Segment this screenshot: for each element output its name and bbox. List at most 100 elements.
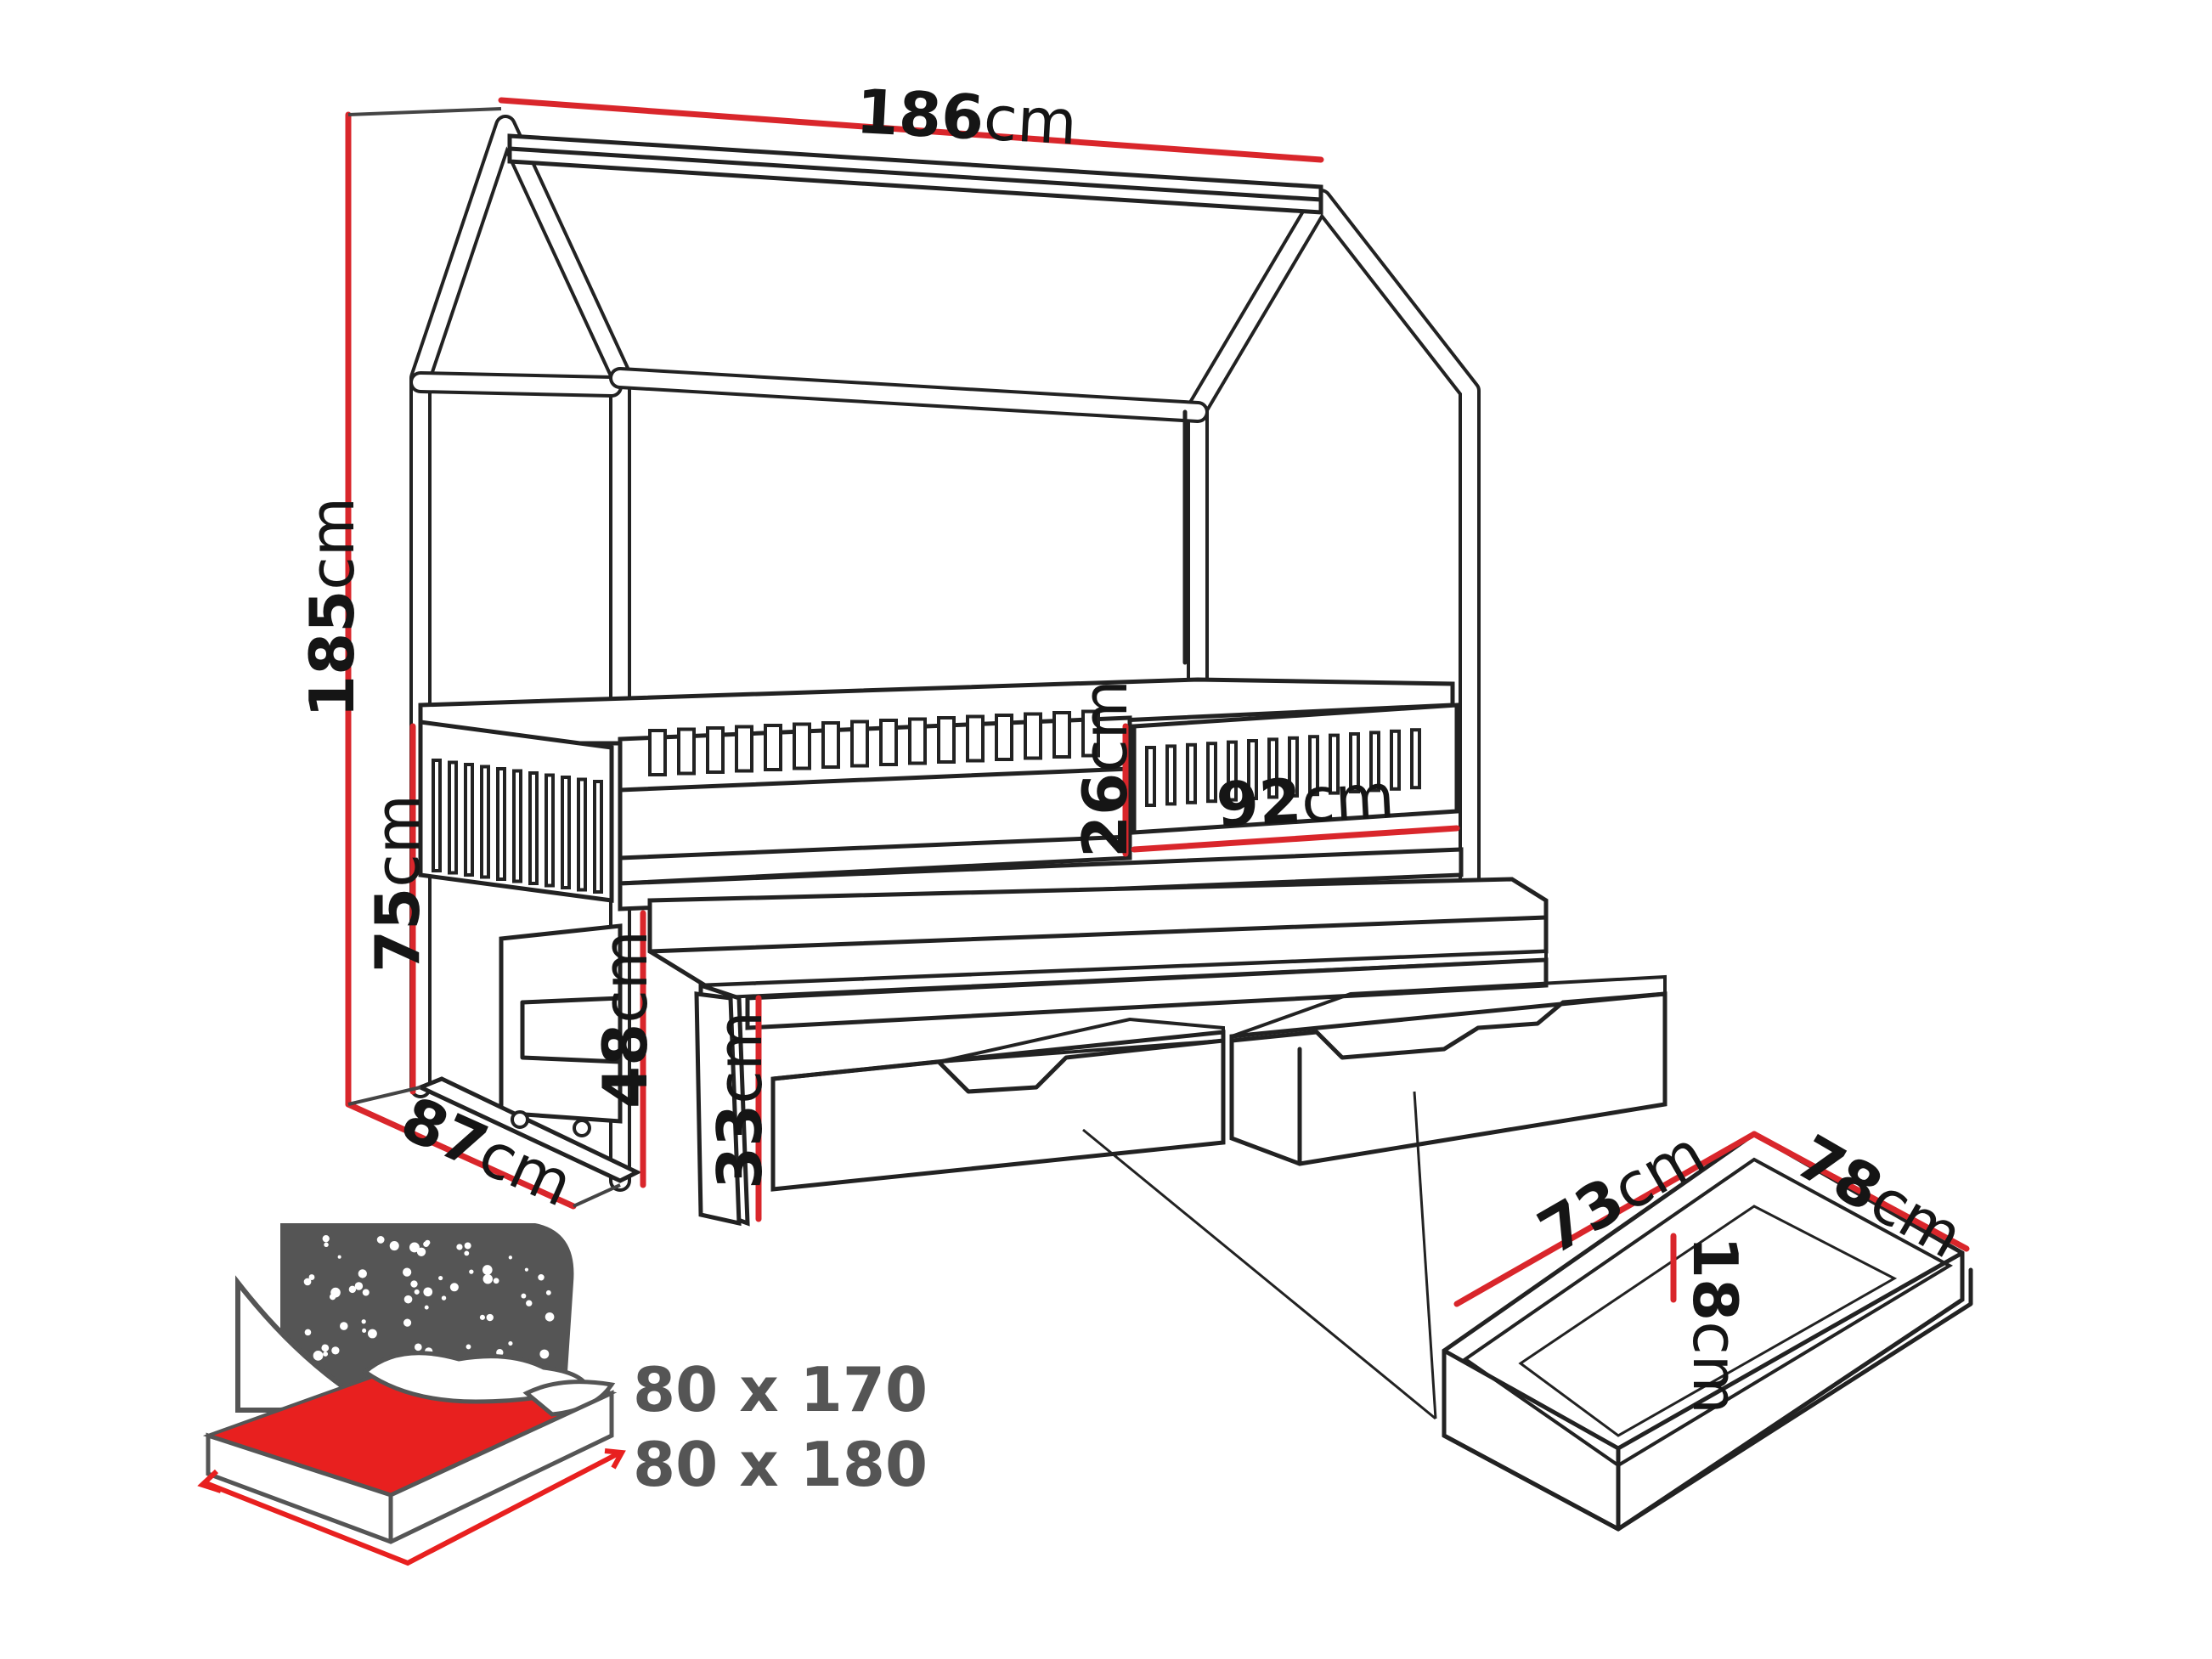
- post-height-unit: cm: [590, 930, 661, 1024]
- drawer-left: [770, 1017, 1226, 1192]
- rail-height-label: 26cm: [1069, 680, 1141, 858]
- drawer-depth-label: 18cm: [1679, 1236, 1751, 1414]
- back-slat: [850, 719, 869, 768]
- star-icon: [313, 1350, 324, 1361]
- side-slat: [577, 777, 587, 892]
- drawer-depth-unit: cm: [1679, 1321, 1751, 1414]
- star-icon: [423, 1241, 430, 1248]
- star-icon: [538, 1273, 545, 1281]
- star-icon: [409, 1242, 420, 1253]
- back-slat: [735, 725, 753, 773]
- eave-beam: [609, 367, 1209, 423]
- star-icon: [464, 1242, 471, 1250]
- star-icon: [486, 1313, 494, 1322]
- star-icon: [323, 1351, 329, 1357]
- side-slat: [593, 780, 603, 894]
- side-slat: [512, 769, 522, 883]
- back-slat: [1024, 712, 1042, 760]
- star-icon: [362, 1289, 370, 1296]
- star-icon: [493, 1278, 499, 1284]
- dim-line-rail-length: [1131, 825, 1460, 853]
- mattress-icon: [197, 1223, 626, 1566]
- star-icons: [303, 1235, 555, 1364]
- rail-length-unit: cm: [1299, 760, 1397, 837]
- back-slat: [908, 717, 927, 765]
- drawer-detail: [1442, 1131, 1973, 1532]
- star-icon: [539, 1349, 550, 1359]
- side-height-value: 75: [362, 887, 433, 973]
- width-label: 186cm: [855, 76, 1079, 158]
- star-icon: [348, 1285, 357, 1294]
- star-icon: [354, 1282, 364, 1290]
- dimension-lines: [345, 97, 1970, 1307]
- side-slat: [561, 776, 571, 889]
- side-height-unit: cm: [362, 794, 433, 888]
- back-slat: [879, 719, 898, 766]
- back-slat: [966, 714, 985, 763]
- trundle-height-unit: cm: [704, 1011, 776, 1104]
- star-icon: [464, 1250, 470, 1256]
- star-icon: [367, 1329, 377, 1339]
- star-icon: [416, 1247, 426, 1256]
- star-icon: [466, 1344, 471, 1350]
- ridge-beam: [507, 133, 1323, 215]
- rail-height-unit: cm: [1069, 680, 1141, 773]
- star-icon: [508, 1340, 513, 1346]
- star-icon: [376, 1236, 385, 1244]
- side-slat: [432, 759, 442, 872]
- star-icon: [403, 1295, 413, 1304]
- back-slat: [1081, 709, 1100, 758]
- dim-line-drawer-width: [1453, 1131, 1758, 1307]
- leader-line: [1082, 1128, 1436, 1420]
- rail-height-value: 26: [1069, 772, 1141, 858]
- back-slat: [677, 727, 696, 776]
- star-icon: [424, 1305, 429, 1310]
- star-icon: [449, 1283, 459, 1292]
- star-icon: [414, 1343, 422, 1351]
- side-height-label: 75cm: [362, 794, 433, 973]
- back-slat: [764, 724, 782, 771]
- drawer-right: [1229, 974, 1667, 1166]
- back-rail-slats: [648, 709, 1100, 776]
- guard-slat: [1410, 728, 1421, 790]
- star-icon: [410, 1280, 418, 1288]
- star-icon: [303, 1278, 312, 1286]
- guard-slat: [1349, 732, 1360, 793]
- back-slat: [1052, 711, 1071, 759]
- star-icon: [389, 1241, 399, 1251]
- guard-slat: [1390, 729, 1401, 791]
- trundle-bed: [415, 877, 1549, 1227]
- side-slat: [448, 760, 458, 875]
- star-icon: [482, 1273, 493, 1284]
- star-icon: [321, 1344, 330, 1352]
- side-slat: [528, 771, 539, 885]
- star-icon: [337, 1255, 341, 1259]
- star-icon: [361, 1319, 366, 1324]
- height-label: 185cm: [296, 497, 368, 718]
- post-height-label: 48cm: [590, 930, 661, 1109]
- star-icon: [358, 1269, 367, 1278]
- star-icon: [438, 1275, 443, 1281]
- height-unit: cm: [296, 496, 368, 590]
- star-icon: [331, 1346, 340, 1355]
- back-slat: [995, 714, 1013, 761]
- height-value: 185: [296, 590, 368, 718]
- rail-length-label: 92cm: [1215, 760, 1397, 841]
- post-height-value: 48: [590, 1023, 661, 1109]
- guard-slat: [1247, 739, 1258, 800]
- star-icon: [526, 1300, 533, 1306]
- guard-slat: [1329, 733, 1340, 795]
- star-icon: [322, 1235, 330, 1243]
- star-icon: [324, 1242, 329, 1248]
- back-slat: [821, 721, 840, 769]
- guard-slat: [1369, 731, 1380, 793]
- star-icon: [423, 1287, 433, 1297]
- star-icon: [479, 1314, 485, 1320]
- guard-rail-slats: [1145, 728, 1421, 807]
- star-icon: [496, 1349, 504, 1357]
- star-icon: [304, 1329, 312, 1336]
- star-icon: [469, 1269, 474, 1274]
- star-icon: [414, 1289, 420, 1295]
- guard-slat: [1165, 744, 1177, 806]
